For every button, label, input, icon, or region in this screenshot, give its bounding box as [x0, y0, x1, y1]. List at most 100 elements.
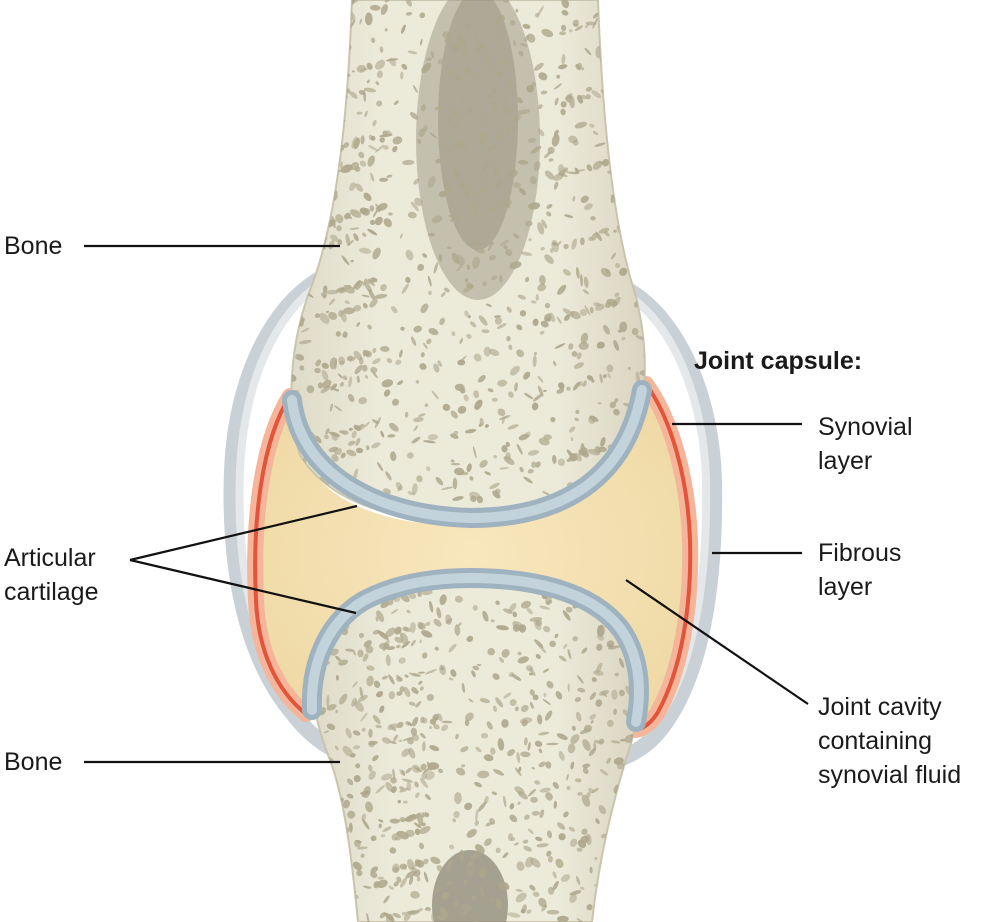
spongy-bone-pore	[417, 621, 424, 630]
spongy-bone-pore	[395, 644, 401, 649]
spongy-bone-pore	[478, 186, 488, 192]
spongy-bone-pore	[300, 149, 313, 155]
spongy-bone-pore	[505, 441, 510, 447]
spongy-bone-pore	[379, 642, 390, 650]
spongy-bone-pore	[321, 362, 329, 369]
spongy-bone-pore	[418, 680, 423, 685]
spongy-bone-pore	[420, 352, 425, 358]
spongy-bone-pore	[315, 359, 322, 367]
spongy-bone-pore	[311, 874, 313, 882]
spongy-bone-pore	[359, 207, 368, 215]
spongy-bone-pore	[582, 767, 589, 775]
spongy-bone-pore	[487, 388, 494, 393]
spongy-bone-pore	[481, 166, 486, 174]
spongy-bone-pore	[569, 426, 576, 433]
spongy-bone-pore	[335, 709, 339, 714]
spongy-bone-pore	[460, 904, 472, 911]
spongy-bone-pore	[426, 57, 432, 62]
spongy-bone-pore	[621, 784, 627, 791]
spongy-bone-pore	[631, 874, 636, 886]
spongy-bone-pore	[611, 689, 618, 700]
spongy-bone-pore	[606, 757, 612, 764]
spongy-bone-pore	[475, 844, 485, 854]
spongy-bone-pore	[381, 773, 393, 781]
spongy-bone-pore	[627, 146, 636, 157]
spongy-bone-pore	[434, 646, 439, 651]
spongy-bone-pore	[558, 382, 565, 390]
spongy-bone-pore	[537, 222, 545, 235]
spongy-bone-pore	[547, 856, 553, 863]
spongy-bone-pore	[521, 904, 527, 914]
spongy-bone-pore	[599, 16, 608, 25]
spongy-bone-pore	[478, 134, 489, 143]
spongy-bone-pore	[347, 239, 355, 246]
spongy-bone-pore	[332, 26, 340, 32]
spongy-bone-pore	[618, 689, 625, 697]
spongy-bone-pore	[543, 389, 547, 393]
spongy-bone-pore	[622, 830, 628, 839]
spongy-bone-pore	[312, 170, 318, 177]
spongy-bone-pore	[457, 622, 462, 627]
spongy-bone-pore	[558, 655, 567, 662]
spongy-bone-pore	[566, 386, 571, 391]
spongy-bone-pore	[420, 716, 425, 724]
spongy-bone-pore	[584, 23, 590, 29]
spongy-bone-pore	[410, 890, 420, 899]
spongy-bone-pore	[397, 380, 404, 386]
spongy-bone-pore	[493, 229, 499, 234]
spongy-bone-pore	[292, 188, 297, 193]
spongy-bone-pore	[573, 381, 581, 391]
spongy-bone-pore	[487, 143, 498, 152]
spongy-bone-pore	[412, 716, 419, 727]
spongy-bone-pore	[557, 915, 569, 922]
spongy-bone-pore	[442, 403, 451, 411]
spongy-bone-pore	[627, 144, 635, 151]
spongy-bone-pore	[473, 390, 480, 399]
spongy-bone-pore	[356, 375, 360, 384]
spongy-bone-pore	[325, 172, 336, 176]
spongy-bone-pore	[363, 192, 372, 202]
spongy-bone-pore	[577, 94, 584, 104]
spongy-bone-pore	[488, 896, 495, 903]
spongy-bone-pore	[407, 50, 418, 55]
spongy-bone-pore	[358, 397, 367, 405]
spongy-bone-pore	[300, 327, 310, 333]
spongy-bone-pore	[464, 278, 469, 283]
spongy-bone-pore	[607, 15, 616, 21]
spongy-bone-pore	[362, 349, 370, 357]
spongy-bone-pore	[436, 865, 443, 872]
spongy-bone-pore	[324, 117, 329, 125]
spongy-bone-pore	[419, 686, 424, 691]
spongy-bone-pore	[594, 142, 606, 147]
spongy-bone-pore	[379, 137, 385, 143]
spongy-bone-pore	[465, 712, 474, 722]
spongy-bone-pore	[538, 72, 548, 81]
spongy-bone-pore	[431, 912, 435, 922]
spongy-bone-pore	[590, 216, 596, 221]
bottom-bone	[310, 573, 639, 922]
spongy-bone-pore	[459, 181, 466, 189]
spongy-bone-pore	[335, 675, 339, 681]
spongy-bone-pore	[637, 806, 638, 812]
spongy-bone-pore	[403, 800, 408, 804]
spongy-bone-pore	[356, 111, 363, 115]
spongy-bone-pore	[527, 828, 534, 835]
spongy-bone-pore	[494, 165, 503, 175]
spongy-bone-pore	[354, 701, 365, 712]
spongy-bone-pore	[580, 237, 585, 246]
spongy-bone-pore	[427, 275, 432, 287]
spongy-bone-pore	[503, 92, 508, 101]
spongy-bone-pore	[307, 124, 314, 133]
spongy-bone-pore	[399, 768, 403, 776]
spongy-bone-pore	[421, 630, 433, 638]
spongy-bone-pore	[299, 365, 305, 371]
spongy-bone-pore	[546, 680, 554, 689]
spongy-bone-pore	[572, 19, 579, 27]
spongy-bone-pore	[534, 12, 540, 18]
spongy-bone-pore	[318, 80, 324, 87]
spongy-bone-pore	[313, 108, 318, 114]
spongy-bone-pore	[517, 656, 529, 664]
spongy-bone-pore	[432, 723, 440, 730]
spongy-bone-pore	[334, 1, 343, 12]
